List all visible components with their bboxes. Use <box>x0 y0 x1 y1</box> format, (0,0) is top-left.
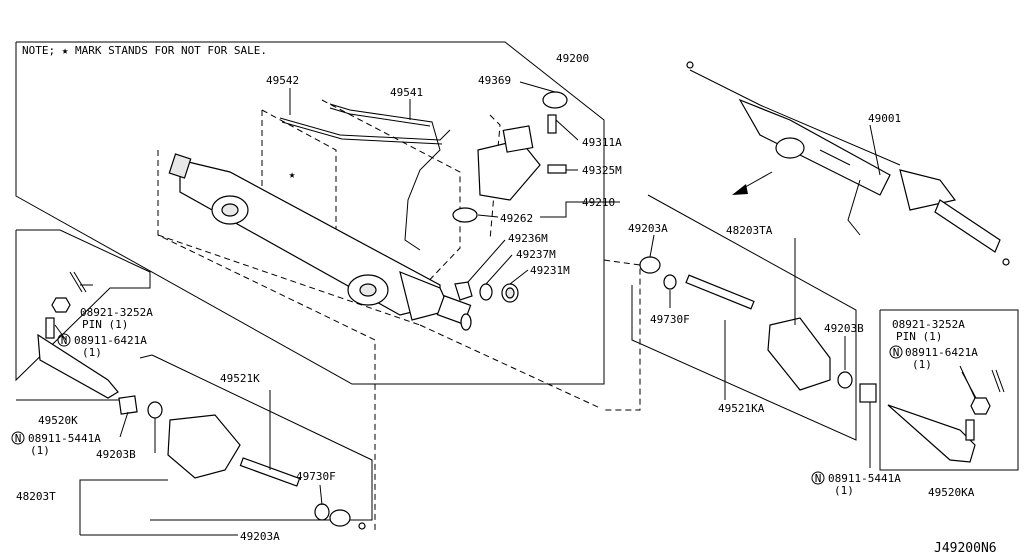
fluid-line-49541 <box>329 103 441 251</box>
label-49521KA: 49521KA <box>718 402 765 415</box>
nut-symbol-letter: N <box>815 472 822 485</box>
label-49520KA: 49520KA <box>928 486 975 499</box>
nut-symbol-letter: N <box>61 334 68 347</box>
label-qty-5441-left: (1) <box>30 444 50 457</box>
label-08911-5441A-left: 08911-5441A <box>28 432 101 445</box>
leader-lines <box>54 81 976 536</box>
label-qty-6421-right: (1) <box>912 358 932 371</box>
label-49311A: 49311A <box>582 136 622 149</box>
direction-arrow <box>732 171 773 195</box>
label-49203A-right: 49203A <box>628 222 668 235</box>
label-48203TA: 48203TA <box>726 224 773 237</box>
valve-housing-49210 <box>477 91 568 201</box>
label-49203B-left: 49203B <box>96 448 136 461</box>
frame-right-boot-kit <box>631 194 857 441</box>
nut-symbol-icon: N <box>811 471 825 485</box>
label-pin-qty-left: PIN (1) <box>82 318 128 331</box>
label-08921-3252A-right: 08921-3252A <box>892 318 965 331</box>
left-boot-kit-parts <box>118 395 366 530</box>
star-mark: ★ <box>289 168 296 181</box>
note-text: NOTE; ★ MARK STANDS FOR NOT FOR SALE. <box>22 44 267 57</box>
star-mark-icon: ★ <box>289 168 296 181</box>
label-49521K: 49521K <box>220 372 260 385</box>
label-49203B-right: 49203B <box>824 322 864 335</box>
label-08921-3252A-left: 08921-3252A <box>80 306 153 319</box>
label-49001: 49001 <box>868 112 901 125</box>
label-49262: 49262 <box>500 212 533 225</box>
label-08911-6421A-right: 08911-6421A <box>905 346 978 359</box>
label-49231M: 49231M <box>530 264 570 277</box>
diagram-code: J49200N6 <box>934 541 997 556</box>
frame-left-tie-rod <box>15 229 151 401</box>
fluid-line-49542 <box>279 117 451 145</box>
nut-symbol-icon: N <box>889 345 903 359</box>
label-qty-6421-left: (1) <box>82 346 102 359</box>
seal-kit-parts <box>454 281 519 303</box>
frame-main-assembly <box>15 41 605 385</box>
label-pin-qty-right: PIN (1) <box>896 330 942 343</box>
nut-symbol-letter: N <box>15 432 22 445</box>
label-49237M: 49237M <box>516 248 556 261</box>
complete-assembly-49001 <box>686 61 1010 266</box>
nut-symbol-icon: N <box>11 431 25 445</box>
label-48203T: 48203T <box>16 490 56 503</box>
label-08911-6421A-left: 08911-6421A <box>74 334 147 347</box>
label-49541: 49541 <box>390 86 423 99</box>
label-08911-5441A-right: 08911-5441A <box>828 472 901 485</box>
right-boot-kit-parts <box>639 256 877 403</box>
nut-symbol-letter: N <box>893 346 900 359</box>
seal-ring-49262 <box>452 207 478 223</box>
label-49203A-left: 49203A <box>240 530 280 543</box>
label-49210: 49210 <box>582 196 615 209</box>
label-49369: 49369 <box>478 74 511 87</box>
label-49236M: 49236M <box>508 232 548 245</box>
frame-left-boot-kit <box>139 354 373 521</box>
left-tie-rod-end <box>37 271 119 399</box>
label-49520K: 49520K <box>38 414 78 427</box>
nut-symbol-icon: N <box>57 333 71 347</box>
label-49730F-left: 49730F <box>296 470 336 483</box>
rack-housing <box>168 153 472 331</box>
label-49200: 49200 <box>556 52 589 65</box>
label-49325M: 49325M <box>582 164 622 177</box>
frame-right-tie-rod <box>879 309 1019 471</box>
label-49730F-right: 49730F <box>650 313 690 326</box>
label-49542: 49542 <box>266 74 299 87</box>
label-qty-5441-right: (1) <box>834 484 854 497</box>
right-tie-rod-end <box>887 369 1005 463</box>
